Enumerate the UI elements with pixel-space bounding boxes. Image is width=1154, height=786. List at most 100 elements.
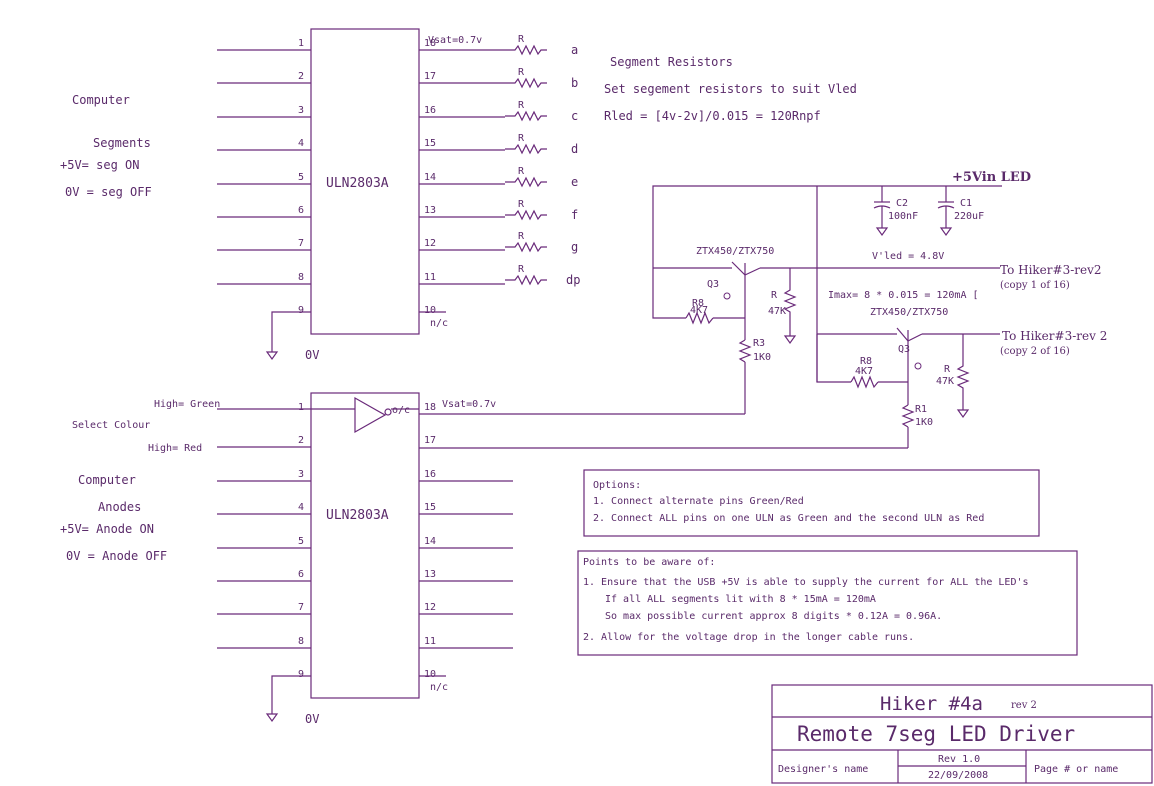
- q2-r-value: 47K: [936, 376, 954, 387]
- power-rail: [652, 185, 1002, 268]
- ic-top-label: ULN2803A: [326, 176, 389, 191]
- c2-label: C2: [896, 198, 908, 209]
- ic-top-nc: n/c: [430, 318, 448, 329]
- q2-copy: (copy 2 of 16): [1000, 346, 1070, 357]
- ic-top-right-pins-14: 14: [424, 172, 436, 183]
- ic-bottom-right-pins-10: 10: [424, 669, 436, 680]
- ic-top-right-pins-12: 12: [424, 238, 436, 249]
- ic-bottom-right-pins-15: 15: [424, 502, 436, 513]
- ic-top-right-pins-17: 17: [424, 71, 436, 82]
- options-line-2: 2. Connect ALL pins on one ULN as Green …: [593, 513, 984, 524]
- ic-bottom-left-pins-1: 1: [298, 402, 304, 413]
- select-colour-label: Select Colour: [72, 420, 150, 431]
- ic-bottom-nc: n/c: [430, 682, 448, 693]
- segment-resistor-b: [505, 77, 547, 89]
- ic-bottom-left-pins-3: 3: [298, 469, 304, 480]
- ic-bottom-left-pins-5: 5: [298, 536, 304, 547]
- ic-top-right-pins-15: 15: [424, 138, 436, 149]
- q1-r8-value: 4K7: [690, 305, 708, 316]
- q1-r8-label: R8: [692, 298, 704, 309]
- ic-bottom-left-pins-6: 6: [298, 569, 304, 580]
- title-block-designer: Designer's name: [778, 764, 868, 775]
- segment-label-f: f: [571, 208, 578, 222]
- notes-line1: Set segement resistors to suit Vled: [604, 82, 857, 96]
- segment-resistor-f: [505, 209, 547, 221]
- ic-top-gnd-symbol: [265, 351, 279, 361]
- ic-bottom-right-pins-12: 12: [424, 602, 436, 613]
- segment-resistor-c: [505, 110, 547, 122]
- ic-top-left-pins-3: 3: [298, 105, 304, 116]
- high-green-label: High= Green: [154, 399, 220, 410]
- q2-r8-label: R8: [860, 356, 872, 367]
- ic-bottom-right-pins-18: 18: [424, 402, 436, 413]
- segment-label-g: g: [571, 240, 578, 254]
- title-block-title: Hiker #4a: [880, 693, 983, 715]
- title-block-page: Page # or name: [1034, 764, 1118, 775]
- ic-bottom-oc: o/c: [392, 405, 410, 416]
- ic-bottom-right-pins-14: 14: [424, 536, 436, 547]
- power-label: +5Vin LED: [952, 170, 1031, 185]
- notes-title: Segment Resistors: [610, 55, 733, 69]
- c1-value: 220uF: [954, 211, 984, 222]
- segment-resistor-label-d: R: [518, 133, 525, 144]
- title-block: Hiker #4a rev 2 Remote 7seg LED Driver D…: [771, 684, 1153, 784]
- ic-top-left-pins-7: 7: [298, 238, 304, 249]
- ic-top-right-pins-16: 16: [424, 105, 436, 116]
- notes-line2: Rled = [4v-2v]/0.015 = 120Rnpf: [604, 109, 821, 123]
- options-box: Options: 1. Connect alternate pins Green…: [583, 469, 1040, 537]
- options-title: Options:: [593, 480, 641, 491]
- ic-top-right-pins-13: 13: [424, 205, 436, 216]
- q1-part: ZTX450/ZTX750: [696, 246, 774, 257]
- points-box: Points to be aware of: 1. Ensure that th…: [577, 550, 1078, 656]
- points-line-3: So max possible current approx 8 digits …: [605, 611, 942, 622]
- high-red-label: High= Red: [148, 443, 202, 454]
- segment-label-dp: dp: [566, 273, 580, 287]
- ic-bottom-right-pins-16: 16: [424, 469, 436, 480]
- segment-resistor-label-dp: R: [518, 264, 525, 275]
- segment-resistor-g: [505, 241, 547, 253]
- segment-label-c: c: [571, 109, 578, 123]
- c1-label: C1: [960, 198, 972, 209]
- options-line-1: 1. Connect alternate pins Green/Red: [593, 496, 804, 507]
- segment-resistor-label-e: R: [518, 166, 525, 177]
- points-line-4: 2. Allow for the voltage drop in the lon…: [583, 632, 914, 643]
- segment-label-a: a: [571, 43, 578, 57]
- q1-r3-label: R3: [753, 338, 765, 349]
- q2-label: Q3: [898, 344, 910, 355]
- q1-label: Q3: [707, 279, 719, 290]
- segment-resistor-e: [505, 176, 547, 188]
- bottom-anode-on-label: +5V= Anode ON: [60, 522, 154, 536]
- ic-top-body: [310, 28, 420, 335]
- imax-label: Imax= 8 * 0.015 = 120mA [: [828, 290, 979, 301]
- inverter-symbol: [354, 396, 387, 434]
- bottom-anodes-label: Anodes: [98, 500, 141, 514]
- q1-r-label: R: [771, 290, 778, 301]
- ic-top-left-pins-4: 4: [298, 138, 304, 149]
- ic-bottom-right-pins-13: 13: [424, 569, 436, 580]
- q1-r3-value: 1K0: [753, 352, 771, 363]
- top-seg-off-label: 0V = seg OFF: [65, 185, 152, 199]
- ic-bottom-left-pins-2: 2: [298, 435, 304, 446]
- ic-bottom-left-pins-7: 7: [298, 602, 304, 613]
- q1-output: To Hiker#3-rev2: [1000, 263, 1102, 277]
- ic-top-right-pins-18: 18: [424, 38, 436, 49]
- ic-top-left-pins-1: 1: [298, 38, 304, 49]
- q1-copy: (copy 1 of 16): [1000, 280, 1070, 291]
- q2-part: ZTX450/ZTX750: [870, 307, 948, 318]
- bottom-computer-label: Computer: [78, 473, 136, 487]
- ic-top-left-pins-5: 5: [298, 172, 304, 183]
- points-line-1: 1. Ensure that the USB +5V is able to su…: [583, 577, 1029, 588]
- segment-resistor-dp: [505, 274, 547, 286]
- ic-top-gnd: 0V: [305, 348, 319, 362]
- ic-bottom-left-pins-9: 9: [298, 669, 304, 680]
- ic-top-left-pins-6: 6: [298, 205, 304, 216]
- ic-bottom-gnd: 0V: [305, 712, 319, 726]
- top-computer-label: Computer: [72, 93, 130, 107]
